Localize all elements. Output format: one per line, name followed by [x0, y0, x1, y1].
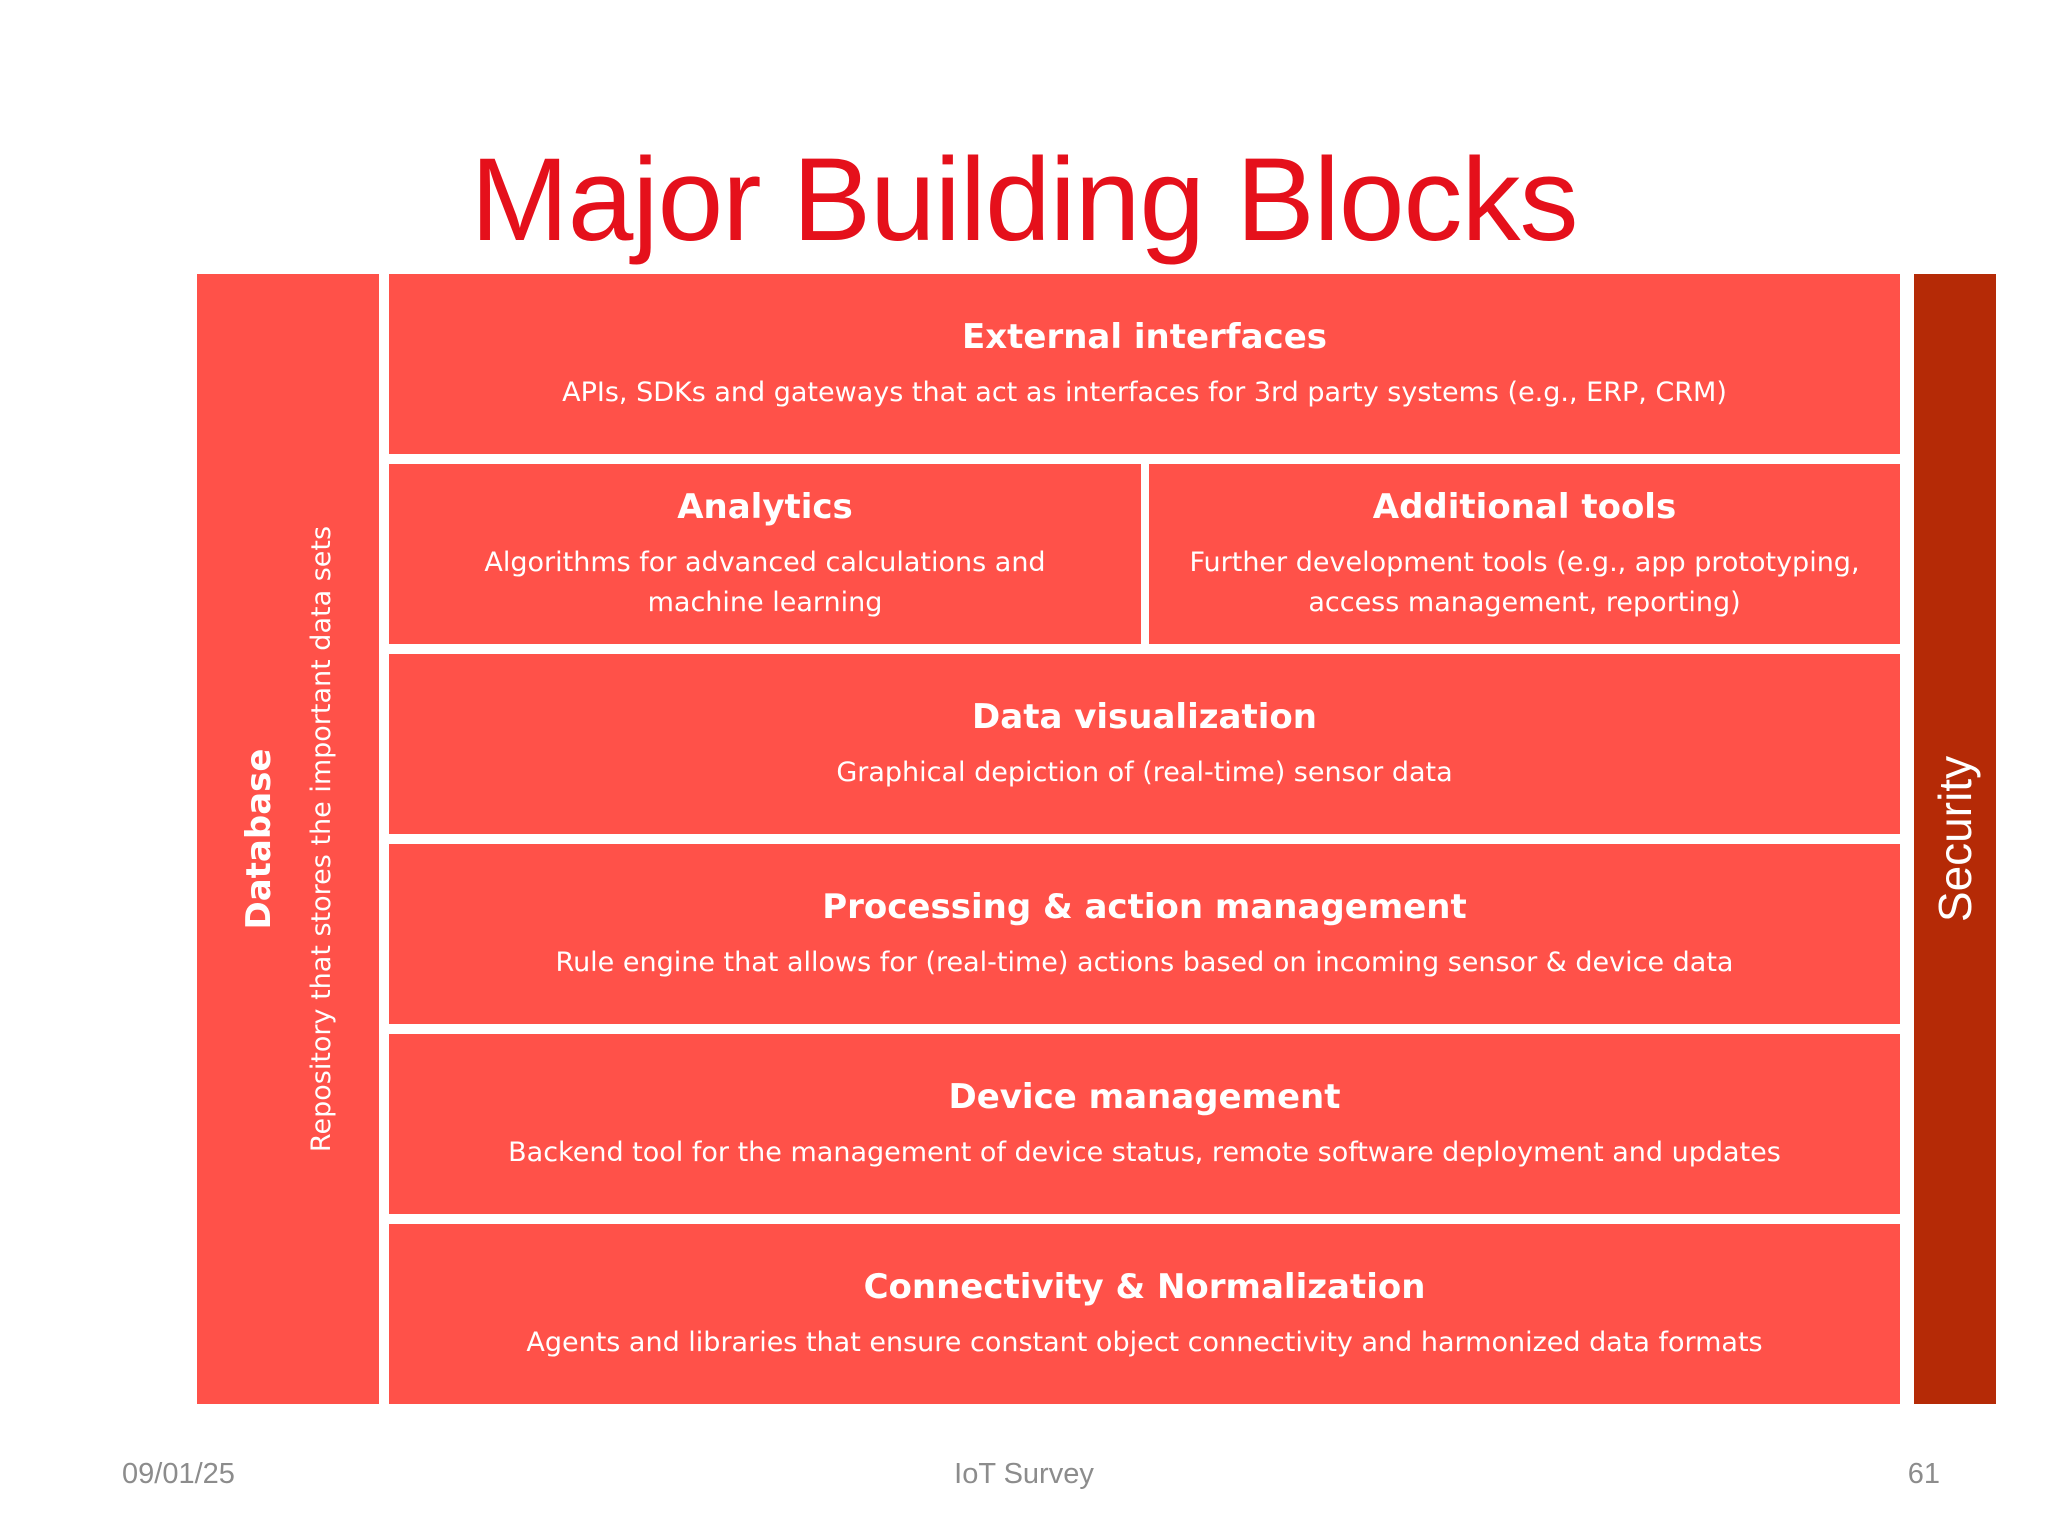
device-management-title: Device management: [948, 1077, 1341, 1117]
processing-title: Processing & action management: [822, 887, 1467, 927]
database-description: Repository that stores the important dat…: [306, 525, 337, 1153]
database-block: Database Repository that stores the impo…: [197, 274, 379, 1404]
device-management-description: Backend tool for the management of devic…: [508, 1137, 1781, 1168]
device-management-block: Device management Backend tool for the m…: [389, 1034, 1900, 1214]
analytics-title: Analytics: [677, 487, 853, 527]
connectivity-title: Connectivity & Normalization: [863, 1267, 1426, 1307]
connectivity-block: Connectivity & Normalization Agents and …: [389, 1224, 1900, 1404]
external-interfaces-block: External interfaces APIs, SDKs and gatew…: [389, 274, 1900, 454]
external-interfaces-title: External interfaces: [961, 317, 1327, 357]
analytics-block: Analytics Algorithms for advanced calcul…: [389, 464, 1141, 644]
processing-description: Rule engine that allows for (real-time) …: [555, 947, 1734, 978]
additional-tools-block: Additional tools Further development too…: [1149, 464, 1900, 644]
connectivity-description: Agents and libraries that ensure constan…: [526, 1327, 1763, 1358]
data-visualization-description: Graphical depiction of (real-time) senso…: [836, 757, 1453, 788]
page-number: 61: [1907, 1458, 1940, 1490]
database-rotated-text: Database Repository that stores the impo…: [197, 274, 379, 1404]
external-interfaces-description: APIs, SDKs and gateways that act as inte…: [562, 377, 1727, 408]
additional-tools-description-line2: access management, reporting): [1308, 587, 1741, 618]
processing-block: Processing & action management Rule engi…: [389, 844, 1900, 1024]
footer-date: 09/01/25: [122, 1458, 235, 1490]
additional-tools-description-line1: Further development tools (e.g., app pro…: [1189, 547, 1860, 578]
security-title: Security: [1929, 755, 1981, 923]
data-visualization-block: Data visualization Graphical depiction o…: [389, 654, 1900, 834]
footer-title: IoT Survey: [954, 1458, 1094, 1490]
slide-title: Major Building Blocks: [470, 134, 1578, 266]
analytics-description-line2: machine learning: [647, 587, 883, 618]
security-block: Security: [1914, 274, 1996, 1404]
database-title: Database: [239, 748, 279, 930]
analytics-description-line1: Algorithms for advanced calculations and: [484, 547, 1046, 578]
data-visualization-title: Data visualization: [972, 697, 1317, 737]
additional-tools-title: Additional tools: [1372, 487, 1677, 527]
